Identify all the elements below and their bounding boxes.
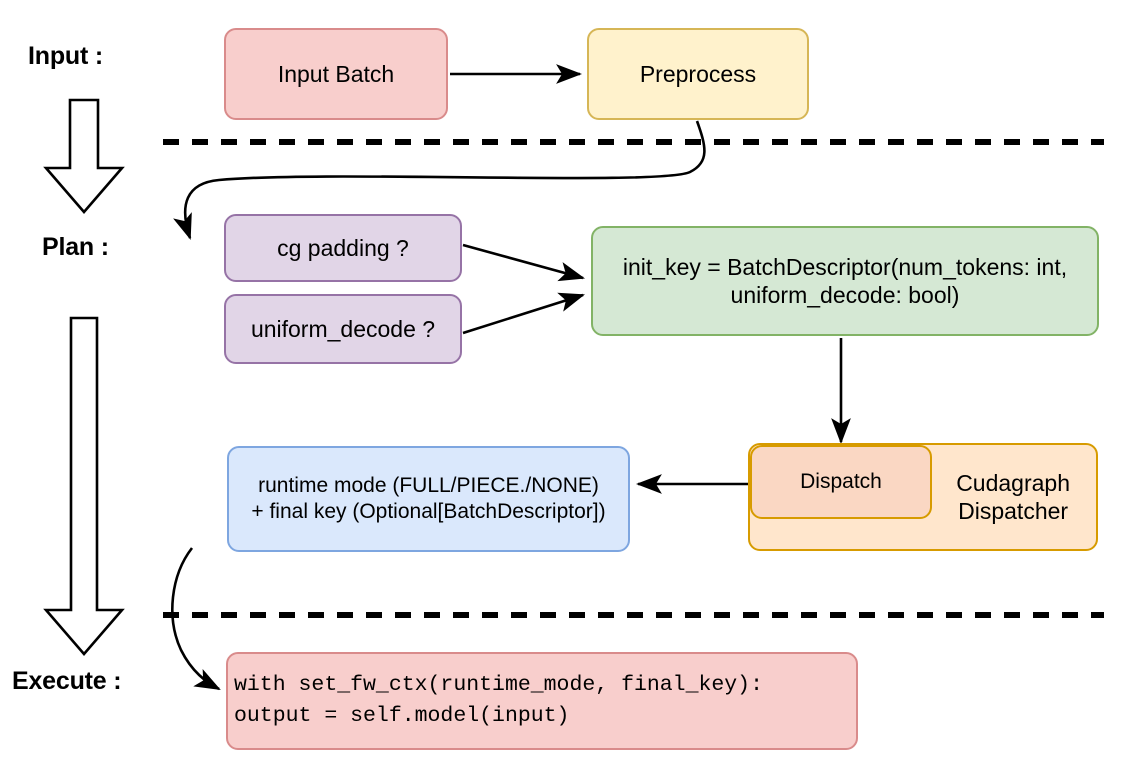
node-runtime-mode-label: runtime mode (FULL/PIECE./NONE) + final … [251,474,606,523]
node-execute-code-block[interactable]: with set_fw_ctx(runtime_mode, final_key)… [226,652,858,750]
node-input-batch[interactable]: Input Batch [224,28,448,120]
edge-runtime-mode-to-code [171,547,221,691]
flow-arrow-input-to-plan [43,98,125,214]
stage-label-plan: Plan : [42,233,109,261]
node-input-batch-label: Input Batch [277,60,395,87]
node-preprocess-label: Preprocess [639,60,757,87]
node-cudagraph-dispatcher-label: Cudagraph Dispatcher [956,469,1070,524]
node-uniform-decode-label: uniform_decode ? [250,315,436,342]
edge-uniform-decode-to-init-key [462,292,585,335]
node-cg-padding[interactable]: cg padding ? [224,214,462,282]
node-cg-padding-label: cg padding ? [277,234,409,261]
flow-arrow-plan-to-execute [43,316,125,656]
node-execute-code-label: with set_fw_ctx(runtime_mode, final_key)… [234,672,763,728]
node-runtime-mode[interactable]: runtime mode (FULL/PIECE./NONE) + final … [227,446,630,552]
stage-label-input: Input : [28,42,103,70]
node-preprocess[interactable]: Preprocess [587,28,809,120]
edge-cg-padding-to-init-key [462,243,586,282]
node-dispatch-label: Dispatch [800,470,882,494]
stage-label-execute: Execute : [12,667,122,695]
node-init-key[interactable]: init_key = BatchDescriptor(num_tokens: i… [591,226,1099,336]
node-dispatch[interactable]: Dispatch [750,445,932,519]
node-init-key-label: init_key = BatchDescriptor(num_tokens: i… [622,253,1068,308]
node-uniform-decode[interactable]: uniform_decode ? [224,294,462,364]
